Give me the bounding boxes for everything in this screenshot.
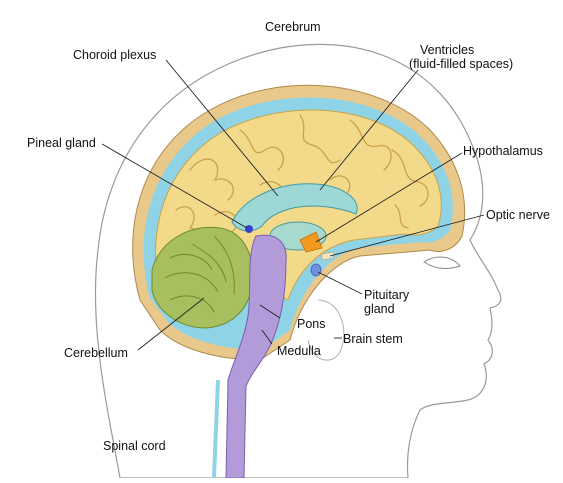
brain-stem <box>225 234 287 479</box>
label-pituitary: Pituitary <box>364 288 410 302</box>
label-pituitary-gland: gland <box>364 302 395 316</box>
optic-nerve-region <box>321 251 335 261</box>
label-optic-nerve: Optic nerve <box>486 208 550 222</box>
ventricle <box>231 183 358 232</box>
hypothalamus-region <box>299 231 323 253</box>
spinal-canal <box>212 380 220 478</box>
cerebellum-folia <box>164 235 235 313</box>
label-ventricles: Ventricles <box>420 43 475 57</box>
label-hypothalamus: Hypothalamus <box>463 144 543 158</box>
label-cerebrum: Cerebrum <box>265 20 321 34</box>
leader-lines <box>101 59 485 351</box>
label-pons: Pons <box>297 317 326 331</box>
label-choroid-plexus: Choroid plexus <box>73 48 157 62</box>
label-cerebellum: Cerebellum <box>64 346 128 360</box>
pituitary-region <box>310 263 322 277</box>
label-pineal-gland: Pineal gland <box>27 136 96 150</box>
label-ventricles-sub: (fluid-filled spaces) <box>409 57 514 71</box>
eye-outline <box>423 256 461 270</box>
label-brain-stem: Brain stem <box>343 332 403 346</box>
ear-outline <box>307 299 345 361</box>
label-medulla: Medulla <box>277 344 321 358</box>
label-spinal-cord: Spinal cord <box>103 439 166 453</box>
pineal-region <box>245 225 253 233</box>
